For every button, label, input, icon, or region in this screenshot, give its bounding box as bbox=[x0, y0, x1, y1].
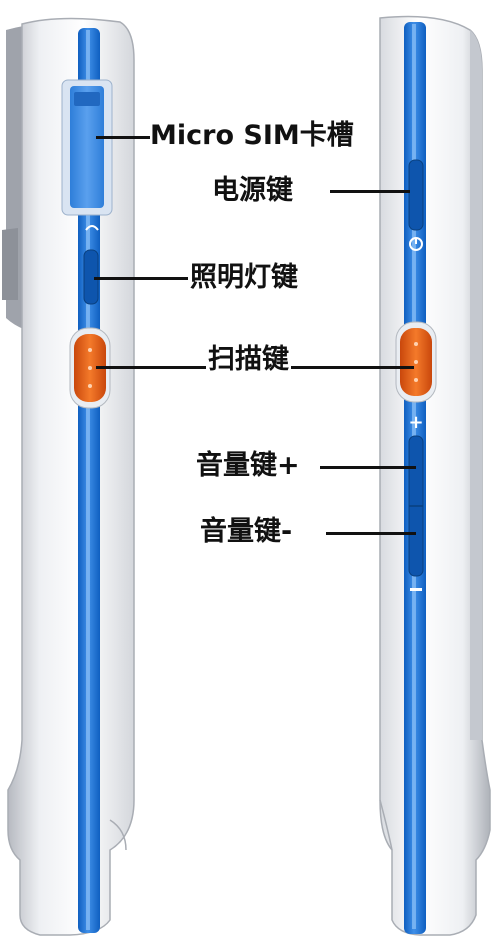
label-volume-down: 音量键- bbox=[200, 516, 293, 547]
leader-power-key bbox=[330, 190, 410, 193]
leader-volume-up bbox=[320, 466, 416, 469]
leader-light-key bbox=[94, 277, 188, 280]
leader-volume-down bbox=[326, 532, 416, 535]
label-light-key: 照明灯键 bbox=[190, 262, 298, 293]
label-scan-key: 扫描键 bbox=[206, 344, 291, 375]
left-device bbox=[2, 17, 135, 936]
leader-micro-sim bbox=[96, 136, 150, 139]
right-device: + bbox=[379, 15, 491, 936]
plus-icon: + bbox=[408, 412, 423, 433]
label-power-key: 电源键 bbox=[212, 175, 293, 206]
power-key-button bbox=[408, 159, 424, 231]
minus-icon bbox=[410, 588, 422, 591]
label-micro-sim-slot: Micro SIM卡槽 bbox=[150, 120, 354, 151]
label-volume-up: 音量键+ bbox=[196, 450, 300, 481]
